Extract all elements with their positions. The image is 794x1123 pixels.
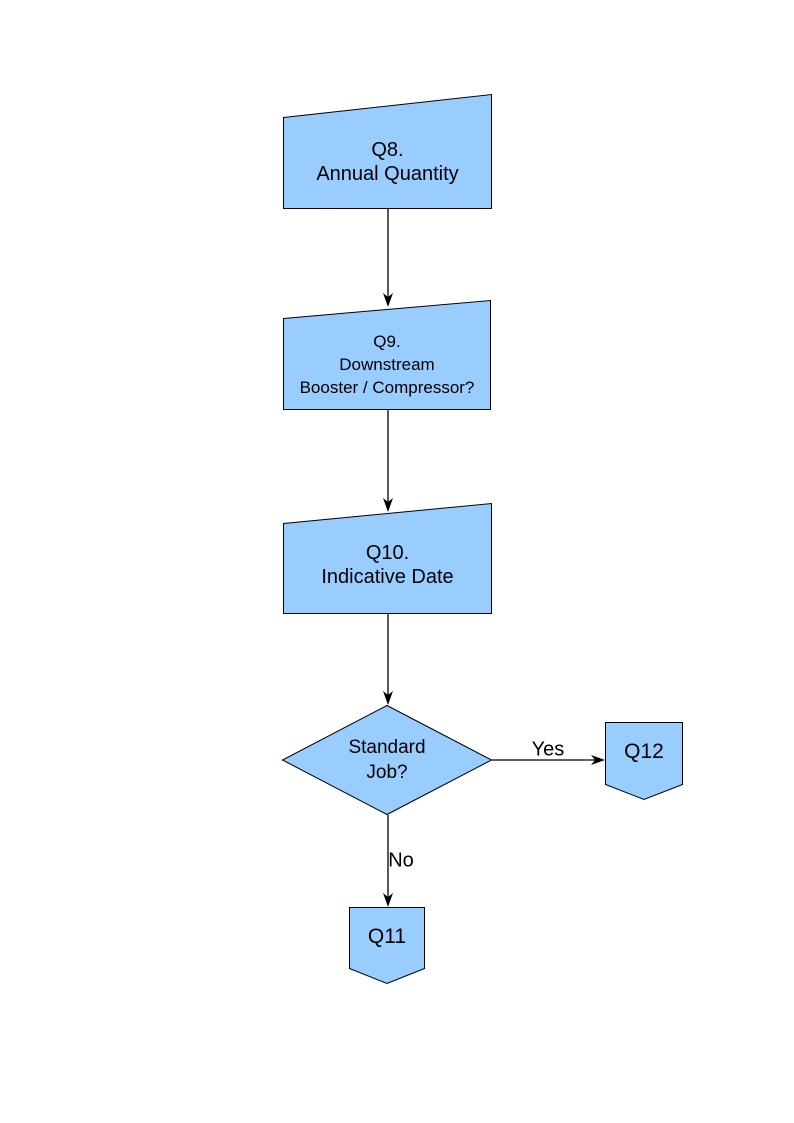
node-q11-offpage-connector: Q11	[349, 907, 425, 985]
node-q8-line-1: Q8.	[371, 138, 404, 161]
node-shape-polygon	[605, 722, 683, 801]
node-q12-offpage-connector: Q12	[605, 722, 683, 801]
node-q9-line-2: Downstream	[339, 354, 435, 374]
connector-q8-to-q9	[383, 209, 393, 307]
decision-diamond-shape	[281, 704, 493, 816]
node-q12-text: Q12	[624, 740, 664, 764]
connector-decision-yes-to-q12	[492, 755, 605, 765]
node-q8-annual-quantity: Q8. Annual Quantity	[283, 93, 492, 209]
node-shape-polygon	[283, 502, 492, 614]
offpage-connector-shape	[605, 722, 683, 801]
node-q9-label: Q9. Downstream Booster / Compressor?	[283, 300, 491, 410]
node-q9-downstream-booster: Q9. Downstream Booster / Compressor?	[283, 299, 491, 410]
arrowhead-down-icon	[383, 691, 393, 705]
edge-label-no: No	[388, 849, 414, 872]
node-q10-line-1: Q10.	[365, 542, 410, 564]
offpage-connector-shape	[349, 907, 425, 985]
node-shape-polygon	[349, 907, 425, 985]
node-shape-polygon	[283, 93, 492, 209]
connector-decision-no-to-q11	[383, 815, 393, 907]
manual-input-shape	[283, 93, 492, 209]
edge-label-yes: Yes	[531, 738, 565, 761]
node-q10-label: Q10. Indicative Date	[283, 503, 492, 614]
node-q9-line-3: Booster / Compressor?	[299, 377, 475, 397]
node-q11-label: Q11	[349, 907, 425, 984]
connector-q9-to-q10	[383, 410, 393, 512]
manual-input-shape	[283, 502, 492, 614]
node-q10-line-2: Indicative Date	[321, 566, 454, 588]
node-shape-polygon	[281, 704, 493, 816]
arrowhead-right-icon	[591, 755, 605, 765]
node-q10-indicative-date: Q10. Indicative Date	[283, 502, 492, 614]
node-q12-label: Q12	[605, 722, 683, 800]
arrowhead-down-icon	[383, 498, 393, 512]
arrowhead-down-icon	[383, 293, 393, 307]
node-decision-standard-job: Standard Job?	[281, 704, 493, 816]
manual-input-shape	[283, 299, 491, 410]
connector-q10-to-decision	[383, 614, 393, 705]
arrowhead-down-icon	[383, 893, 393, 907]
node-q8-line-2: Annual Quantity	[316, 162, 459, 185]
node-decision-label: Standard Job?	[282, 705, 492, 815]
node-q11-text: Q11	[367, 924, 407, 948]
node-q8-label: Q8. Annual Quantity	[283, 94, 492, 209]
node-decision-line-2: Job?	[366, 762, 408, 783]
node-shape-polygon	[283, 299, 491, 410]
node-decision-line-1: Standard	[348, 737, 426, 758]
node-q9-line-1: Q9.	[373, 331, 401, 351]
